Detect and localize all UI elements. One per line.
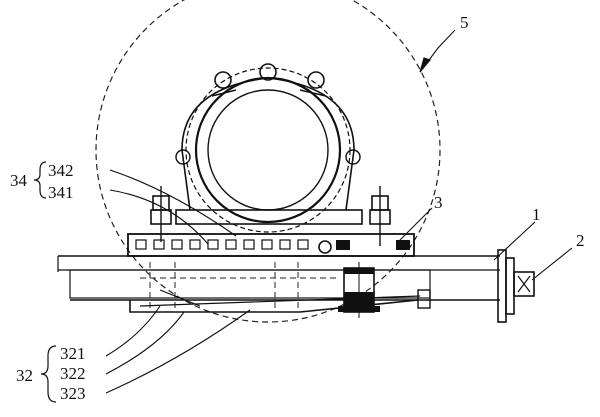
main-beam (57, 255, 500, 312)
label-part-321: 321 (60, 344, 86, 363)
label-part-342: 342 (48, 161, 74, 180)
bolt-left (150, 186, 172, 242)
brace-32 (40, 345, 57, 403)
label-group-34: 34 (10, 171, 28, 190)
brace-34 (33, 161, 47, 199)
label-part-1: 1 (532, 205, 541, 224)
label-assembly-5: 5 (460, 13, 469, 32)
bolt-right (369, 186, 391, 246)
label-part-322: 322 (60, 364, 86, 383)
mounting-plate (127, 233, 415, 257)
roller (338, 262, 380, 318)
label-group-32: 32 (16, 366, 33, 385)
end-cap (497, 249, 535, 323)
label-part-341: 341 (48, 183, 74, 202)
dashed-wheel-outline (95, 0, 441, 323)
label-part-2: 2 (576, 231, 585, 250)
leader-lines (105, 29, 573, 394)
bearing-housing (175, 63, 363, 233)
label-part-3: 3 (434, 193, 443, 212)
label-part-323: 323 (60, 384, 86, 403)
